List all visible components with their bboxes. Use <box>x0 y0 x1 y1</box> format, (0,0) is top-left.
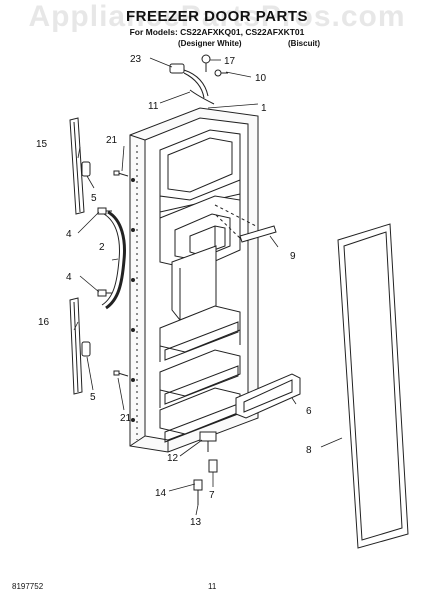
callout-21-lower: 21 <box>120 413 132 424</box>
callout-17: 17 <box>224 56 236 67</box>
callout-14: 14 <box>155 488 167 499</box>
callout-4-lower: 4 <box>66 272 72 283</box>
callout-1: 1 <box>261 103 267 114</box>
door-gasket <box>337 223 409 549</box>
document-part-number: 8197752 <box>12 582 44 591</box>
callout-10: 10 <box>255 73 267 84</box>
wire-harness <box>169 63 215 105</box>
callout-2: 2 <box>99 242 105 253</box>
door-handle <box>101 210 126 310</box>
callout-5-lower: 5 <box>90 392 96 403</box>
callout-6: 6 <box>306 406 312 417</box>
callout-8: 8 <box>306 445 312 456</box>
watermark: AppliancePartsPros.com <box>28 0 406 33</box>
callout-23: 23 <box>130 54 142 65</box>
dispenser-trim-strip <box>239 225 277 243</box>
hinge-pin <box>193 479 203 505</box>
trim-end-cap <box>81 161 91 357</box>
page-number: 11 <box>208 582 217 591</box>
door-bin <box>235 373 301 419</box>
variant-designer-white: (Designer White) <box>178 39 242 48</box>
variant-biscuit: (Biscuit) <box>288 39 320 48</box>
callout-16: 16 <box>38 317 50 328</box>
hinge-bushing <box>208 459 218 473</box>
harness-screw <box>201 54 211 72</box>
callout-7: 7 <box>209 490 215 501</box>
callout-15: 15 <box>36 139 48 150</box>
harness-clip <box>214 69 228 77</box>
callout-21-upper: 21 <box>106 135 118 146</box>
callout-9: 9 <box>290 251 296 262</box>
callout-13: 13 <box>190 517 202 528</box>
leader-lines <box>73 57 343 516</box>
model-numbers: For Models: CS22AFXKQ01, CS22AFXKT01 <box>129 27 305 37</box>
handle-trim-lower <box>69 297 83 395</box>
handle-trim-upper <box>69 117 85 215</box>
callout-5-upper: 5 <box>91 193 97 204</box>
liner-screw <box>113 170 129 377</box>
callout-11: 11 <box>148 101 159 112</box>
callout-12: 12 <box>167 453 179 464</box>
door-liner-assembly <box>129 107 259 453</box>
callout-4-upper: 4 <box>66 229 72 240</box>
handle-screw <box>97 207 112 297</box>
door-hinge <box>199 431 217 452</box>
page-title: FREEZER DOOR PARTS <box>125 8 309 25</box>
